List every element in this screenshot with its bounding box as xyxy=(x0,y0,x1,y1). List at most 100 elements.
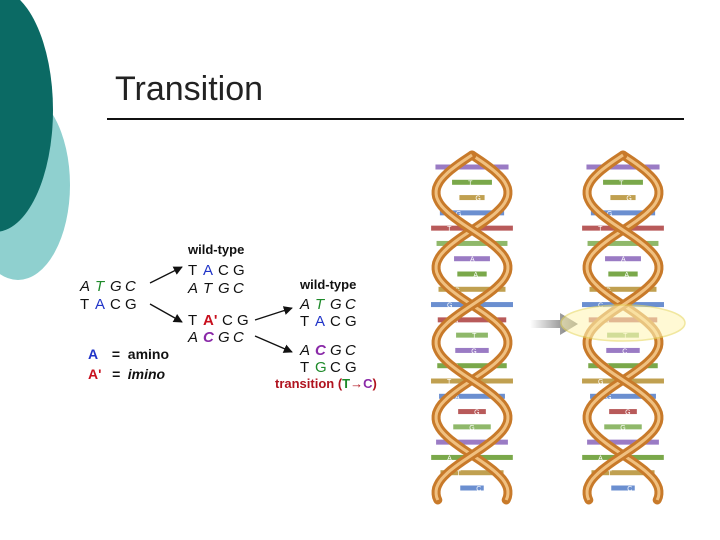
base: T xyxy=(203,280,213,297)
base: C xyxy=(218,262,229,279)
base-pair-bar xyxy=(610,195,636,201)
base-label: A xyxy=(473,272,478,279)
base: T xyxy=(80,296,90,313)
base-pair-bar xyxy=(453,424,491,430)
legend-eq: = xyxy=(111,366,121,382)
base-label: G xyxy=(607,211,612,218)
base: A xyxy=(95,296,106,313)
caption-from: T xyxy=(342,376,351,391)
highlight-mutation-ellipse xyxy=(560,304,686,342)
base-pair-bar xyxy=(457,271,487,277)
base: G xyxy=(233,262,245,279)
base-pair-bar xyxy=(590,210,656,216)
base-pair-bar xyxy=(611,485,635,491)
base-label: A xyxy=(470,257,475,264)
base-label: T xyxy=(607,471,612,478)
legend-symbol: A' xyxy=(88,366,102,382)
dark-teal-circle xyxy=(0,0,53,232)
base-pair-bar xyxy=(605,256,641,262)
base-pair-bar xyxy=(587,240,659,246)
base-pair-bar xyxy=(437,317,507,323)
base-pair-bar xyxy=(587,439,659,445)
legend-meaning: amino xyxy=(127,346,170,362)
base-label: T xyxy=(456,471,461,478)
base-pair-bar xyxy=(437,363,507,369)
base: G xyxy=(330,342,342,359)
base-label: G xyxy=(471,348,476,355)
base-label: G xyxy=(606,394,611,401)
base-label: C xyxy=(627,486,632,493)
base: A xyxy=(203,262,214,279)
base-label: T xyxy=(472,333,477,340)
base-pair-bar xyxy=(436,240,508,246)
base: C xyxy=(222,312,233,329)
base-pair-bar xyxy=(588,363,658,369)
base: T xyxy=(188,262,198,279)
base-pair-bar xyxy=(586,164,660,170)
caption-suffix: ) xyxy=(372,376,377,391)
caption-to: C xyxy=(363,376,373,391)
base-pair-bar xyxy=(452,179,492,185)
base: A xyxy=(188,329,199,346)
title-underline xyxy=(107,118,684,120)
slide-decoration xyxy=(0,0,70,280)
base: A xyxy=(188,280,199,297)
base-pair-bar xyxy=(591,470,655,476)
base: C xyxy=(315,342,326,359)
base: C xyxy=(345,296,356,313)
base-label: G xyxy=(447,303,452,310)
base-label: G xyxy=(620,425,625,432)
base-pair-bar xyxy=(456,332,488,338)
base: G xyxy=(345,359,357,376)
base: C xyxy=(345,342,356,359)
base: C xyxy=(233,280,244,297)
base-pair-bar xyxy=(439,210,505,216)
base-pair-bar xyxy=(458,409,486,415)
base-pair-bar xyxy=(436,439,508,445)
legend-imino: A' = imino xyxy=(88,366,165,382)
legend-symbol: A xyxy=(88,346,99,362)
base: G xyxy=(218,280,230,297)
legend-meaning: imino xyxy=(127,366,166,382)
base: G xyxy=(125,296,137,313)
base-pair-bar xyxy=(439,393,505,399)
base-label: G xyxy=(469,425,474,432)
base-label: T xyxy=(447,379,452,386)
slide-title: Transition xyxy=(115,70,264,108)
base: C xyxy=(233,329,244,346)
base: G xyxy=(315,359,327,376)
base: A xyxy=(300,342,311,359)
base: G xyxy=(218,329,230,346)
base-pair-bar xyxy=(454,256,490,262)
base-label: T xyxy=(598,226,603,233)
wildtype2-header: wild-type xyxy=(300,277,357,292)
base-label: G xyxy=(626,196,631,203)
base-label: C xyxy=(476,486,481,493)
base-label: G xyxy=(474,410,479,417)
base-pair-bar xyxy=(590,393,656,399)
base-label: A xyxy=(447,455,452,462)
base: T xyxy=(315,296,325,313)
legend-amino: A = amino xyxy=(88,346,169,362)
base: A xyxy=(80,278,91,295)
base: T xyxy=(300,313,310,330)
base: T xyxy=(188,312,198,329)
base-pair-bar xyxy=(608,271,638,277)
base-pair-bar xyxy=(589,286,657,292)
caption-arrow: → xyxy=(350,376,364,391)
base-pair-bar xyxy=(435,164,509,170)
base-pair-bar xyxy=(606,347,640,353)
base: G xyxy=(345,313,357,330)
base-label: T xyxy=(619,180,624,187)
base-label: T xyxy=(468,180,473,187)
base-label: A xyxy=(455,394,460,401)
base-label: C xyxy=(622,348,627,355)
